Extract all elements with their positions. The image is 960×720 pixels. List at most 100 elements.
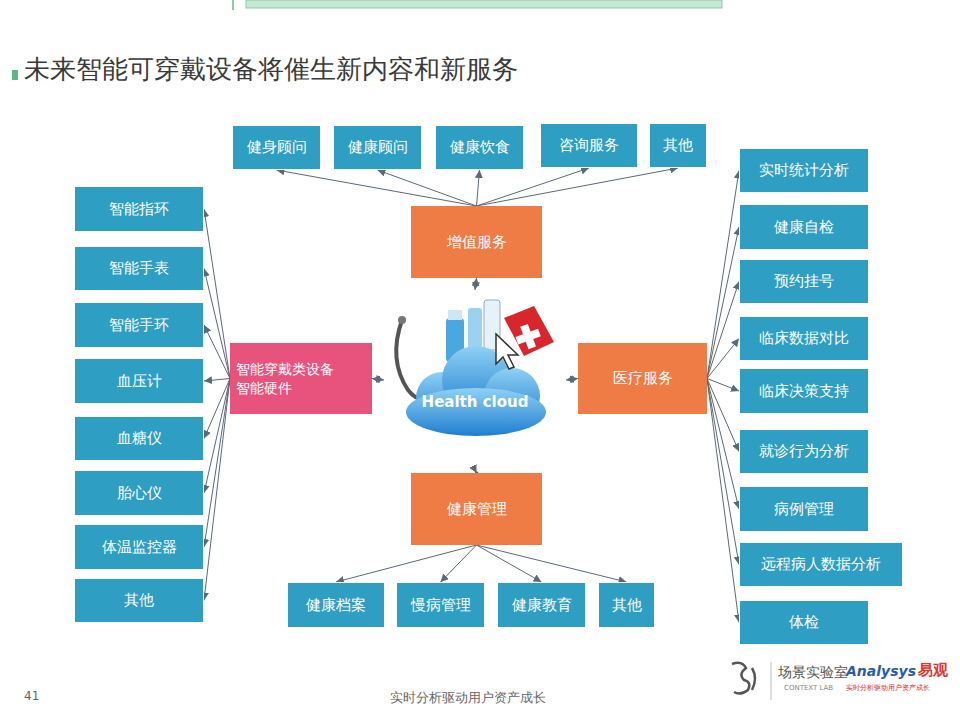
node-text: 智能穿戴类设备 <box>236 360 334 379</box>
node-text: 医疗服务 <box>613 369 673 388</box>
top-tick <box>232 0 234 10</box>
leaf-box: 实时统计分析 <box>739 148 869 193</box>
node-text: 健康教育 <box>512 596 572 615</box>
node-text: 健康饮食 <box>450 138 510 157</box>
leaf-box: 慢病管理 <box>396 582 485 628</box>
node-text: 增值服务 <box>447 233 507 252</box>
node-text: 智能硬件 <box>236 379 292 398</box>
leaf-box: 健身顾问 <box>232 125 321 170</box>
connector-arrow <box>477 545 627 582</box>
title-bullet <box>12 70 18 80</box>
logo-mark <box>752 668 755 690</box>
connector-arrow <box>372 379 384 381</box>
connector-arrow <box>204 209 230 379</box>
leaf-box: 其他 <box>649 123 707 168</box>
logo-tagline: 实时分析驱动用户资产成长 <box>846 683 930 693</box>
logo-mark <box>732 663 749 694</box>
health-cloud-illustration <box>384 290 566 470</box>
connector-arrow <box>566 379 578 381</box>
node-text: 智能指环 <box>109 200 169 219</box>
service-box: 增值服务 <box>411 206 542 278</box>
node-text: 健康管理 <box>447 500 507 519</box>
node-text: 胎心仪 <box>117 484 162 503</box>
node-text: 血糖仪 <box>117 429 162 448</box>
node-text: 健身顾问 <box>247 138 307 157</box>
node-text: 健康顾问 <box>348 138 408 157</box>
node-text: 预约挂号 <box>774 272 834 291</box>
footer-text: 实时分析驱动用户资产成长 <box>390 689 546 707</box>
connector-arrow <box>204 379 230 494</box>
cloud-node: Health cloud <box>384 290 566 470</box>
logo-separator <box>771 662 772 700</box>
connector-arrow <box>477 168 590 206</box>
connector-arrow <box>204 379 230 601</box>
connector-arrow <box>204 325 230 379</box>
node-text: 智能手环 <box>109 316 169 335</box>
connector-arrow <box>707 379 739 623</box>
node-text: 健康自检 <box>774 218 834 237</box>
node-text: 慢病管理 <box>411 596 471 615</box>
node-text: Health cloud <box>422 393 529 411</box>
leaf-box: 健康饮食 <box>435 125 524 170</box>
leaf-box: 临床决策支持 <box>739 368 869 414</box>
connector-arrow <box>707 227 739 379</box>
node-text: 健康档案 <box>306 596 366 615</box>
connector-arrow <box>707 379 739 565</box>
connector-arrow <box>477 170 480 206</box>
leaf-box: 其他 <box>598 582 655 628</box>
node-text: 临床决策支持 <box>759 382 849 401</box>
connector-arrow <box>204 269 230 379</box>
logo-text: 易观 <box>918 661 948 680</box>
connector-arrow <box>707 282 739 379</box>
connector-arrow <box>204 379 230 382</box>
leaf-box: 胎心仪 <box>74 470 204 516</box>
node-text: 体检 <box>789 613 819 632</box>
connector-arrow <box>378 170 477 206</box>
node-text: 临床数据对比 <box>759 329 849 348</box>
leaf-box: 智能指环 <box>74 186 204 232</box>
connector-arrow <box>477 545 542 582</box>
connector-arrow <box>475 278 477 290</box>
leaf-box: 健康教育 <box>497 582 586 628</box>
node-text: 咨询服务 <box>559 136 619 155</box>
connector-arrow <box>707 379 739 510</box>
leaf-box: 预约挂号 <box>739 259 869 304</box>
connector-arrow <box>336 545 477 582</box>
connector-arrow <box>277 170 477 206</box>
node-text: 其他 <box>124 591 154 610</box>
slide-title: 未来智能可穿戴设备将催生新内容和新服务 <box>24 52 518 87</box>
service-box: 健康管理 <box>411 473 542 545</box>
connector-arrow <box>441 545 477 582</box>
leaf-box: 健康顾问 <box>333 125 422 170</box>
logo-text: 场景实验室 <box>778 664 848 682</box>
node-text: 体温监控器 <box>102 538 177 557</box>
top-band <box>246 0 722 8</box>
leaf-box: 血压计 <box>74 358 204 404</box>
leaf-box: 其他 <box>74 578 204 623</box>
node-text: 其他 <box>663 136 693 155</box>
leaf-box: 临床数据对比 <box>739 316 869 361</box>
leaf-box: 咨询服务 <box>540 123 638 168</box>
node-text: 智能手表 <box>109 259 169 278</box>
leaf-box: 智能手表 <box>74 246 204 291</box>
node-text: 血压计 <box>117 372 162 391</box>
page-number: 41 <box>24 689 39 703</box>
leaf-box: 就诊行为分析 <box>739 429 869 474</box>
device-box: 智能穿戴类设备智能硬件 <box>230 343 372 414</box>
connector-arrow <box>707 171 739 379</box>
service-box: 医疗服务 <box>578 343 707 414</box>
leaf-box: 体检 <box>739 600 869 645</box>
logo-subtext: CONTEXT LAB <box>784 684 833 692</box>
connector-arrow <box>707 339 739 379</box>
leaf-box: 血糖仪 <box>74 416 204 461</box>
logo-text: Analysys <box>846 663 916 679</box>
node-text: 其他 <box>612 596 642 615</box>
node-text: 实时统计分析 <box>759 161 849 180</box>
node-text: 就诊行为分析 <box>759 442 849 461</box>
node-text: 病例管理 <box>774 500 834 519</box>
leaf-box: 智能手环 <box>74 302 204 348</box>
node-text: 远程病人数据分析 <box>761 555 881 574</box>
connector-arrow <box>204 379 230 548</box>
leaf-box: 健康档案 <box>287 582 385 628</box>
leaf-box: 病例管理 <box>739 486 869 532</box>
